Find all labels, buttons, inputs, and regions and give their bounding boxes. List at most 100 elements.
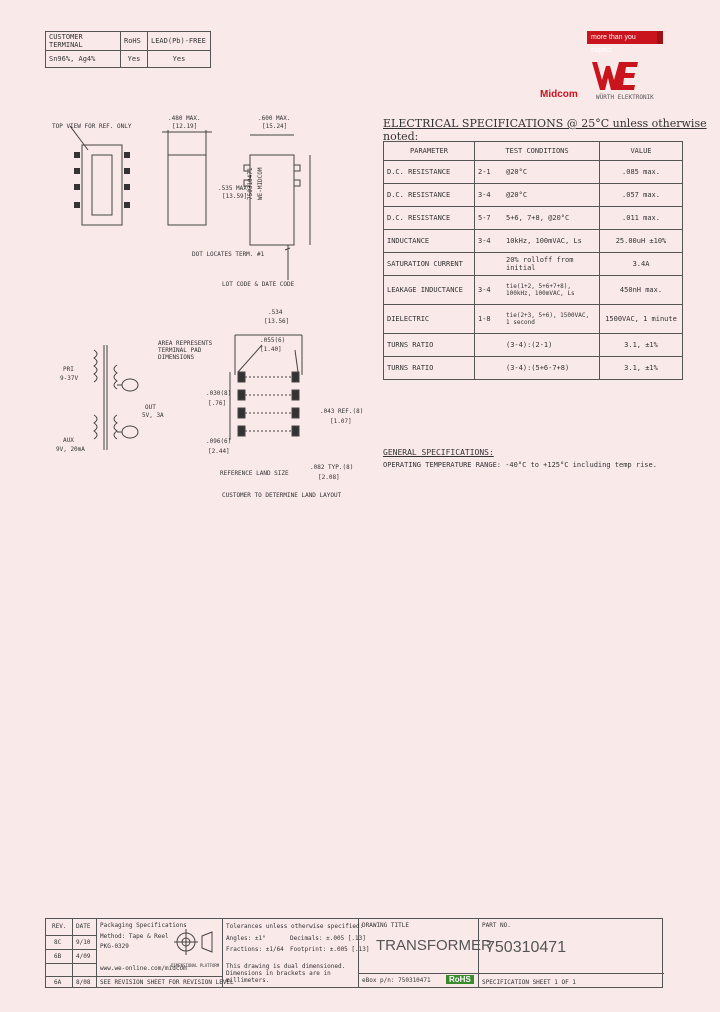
table-row: D.C. RESISTANCE 5-7 5+6, 7+8, @20°C .011… xyxy=(383,206,683,230)
website-url[interactable]: www.we-online.com/midcom xyxy=(100,965,187,972)
cell: D.C. RESISTANCE xyxy=(383,206,475,230)
cell: 450nH max. xyxy=(599,275,683,305)
cell: (3-4):(2-1) xyxy=(503,333,600,357)
dim-082: .082 TYP.(8) xyxy=(310,464,354,471)
cell: D.C. RESISTANCE xyxy=(383,160,475,184)
customer-land-note: CUSTOMER TO DETERMINE LAND LAYOUT xyxy=(222,492,342,499)
company-logo: Midcom WÜRTH ELEKTRONIK xyxy=(540,56,660,106)
cell: 10kHz, 100mVAC, Ls xyxy=(503,229,600,253)
dim-082-mm: [2.08] xyxy=(318,474,340,481)
drawing-title-label: DRAWING TITLE xyxy=(362,922,409,929)
table-row: TURNS RATIO (3-4):(5+6-7+8) 3.1, ±1% xyxy=(383,356,683,380)
table-row: SATURATION CURRENT 20% rolloff from init… xyxy=(383,252,683,276)
area-note: AREA REPRESENTS TERMINAL PAD DIMENSIONS xyxy=(158,340,213,361)
sheet-label: SPECIFICATION SHEET 1 OF 1 xyxy=(482,979,576,986)
table-row: D.C. RESISTANCE 3-4 @20°C .057 max. xyxy=(383,183,683,207)
tol-angles: Angles: ±1° xyxy=(226,935,266,942)
dot-note: DOT LOCATES TERM. #1 xyxy=(192,251,265,258)
alloy-value: Sn96%, Ag4% xyxy=(45,50,121,68)
cell: tie(1+2, 5+6+7+8), 100kHz, 100mVAC, Ls xyxy=(503,275,600,305)
materials-table: CUSTOMER TERMINAL RoHS LEAD(Pb)-FREE Sn9… xyxy=(45,31,211,68)
dim-534: .534 xyxy=(268,309,283,316)
rev-1: 8C xyxy=(54,939,62,946)
date-1: 9/10 xyxy=(76,939,91,946)
cell: 3-4 xyxy=(474,229,503,253)
schem-aux-v: 9V, 20mA xyxy=(56,446,85,453)
brand-name: Midcom xyxy=(540,89,578,100)
cell xyxy=(474,252,503,276)
ebox-pn: eBox p/n: 750310471 xyxy=(362,977,431,984)
dim-535-mm: [13.59] xyxy=(222,193,248,200)
cell: 25.00uH ±10% xyxy=(599,229,683,253)
rev-3: 6A xyxy=(54,979,62,986)
dim-534-mm: [13.56] xyxy=(264,318,290,325)
packaging-method: Method: Tape & Reel xyxy=(100,933,169,940)
electrical-table: PARAMETER TEST CONDITIONS VALUE D.C. RES… xyxy=(383,141,683,380)
cell: 3-4 xyxy=(474,183,503,207)
we-logo-icon xyxy=(592,62,638,90)
rohs-badge: RoHS xyxy=(446,975,474,984)
rohs-value: Yes xyxy=(120,50,148,68)
revision-note: SEE REVISION SHEET FOR REVISION LEVEL xyxy=(100,979,234,986)
cell: INDUCTANCE xyxy=(383,229,475,253)
customer-terminal-label: CUSTOMER TERMINAL xyxy=(45,31,121,51)
part-no-label: PART NO. xyxy=(482,922,511,929)
dim-535: .535 MAX. xyxy=(218,185,251,192)
cell: @20°C xyxy=(503,183,600,207)
promo-tab xyxy=(657,31,663,44)
date-3: 8/08 xyxy=(76,979,91,986)
packaging-title: Packaging Specifications xyxy=(100,922,187,929)
table-row: LEAKAGE INDUCTANCE 3-4 tie(1+2, 5+6+7+8)… xyxy=(383,275,683,305)
cell: SATURATION CURRENT xyxy=(383,252,475,276)
cell: 2-1 xyxy=(474,160,503,184)
drawing-title: TRANSFORMER xyxy=(376,937,492,954)
tol-fractions: Fractions: ±1/64 xyxy=(226,946,284,953)
cell: 20% rolloff from initial xyxy=(503,252,600,276)
tolerance-title: Tolerances unless otherwise specified: xyxy=(226,923,364,930)
dim-480: .480 MAX. xyxy=(168,115,201,122)
col-value: VALUE xyxy=(599,141,683,161)
rev-2: 6B xyxy=(54,953,62,960)
dual-dim-note: This drawing is dual dimensioned. Dimens… xyxy=(226,963,346,984)
dim-096: .096(6) xyxy=(206,438,232,445)
cell: @20°C xyxy=(503,160,600,184)
promo-banner[interactable]: more than you expect xyxy=(587,31,657,54)
top-view-note: TOP VIEW FOR REF. ONLY xyxy=(52,123,132,130)
schematic xyxy=(93,345,139,450)
mechanical-drawing xyxy=(69,125,311,440)
tol-decimals: Decimals: ±.005 [.13] xyxy=(290,935,366,942)
cell: 3.1, ±1% xyxy=(599,356,683,380)
table-row: TURNS RATIO (3-4):(2-1) 3.1, ±1% xyxy=(383,333,683,357)
cell: (3-4):(5+6-7+8) xyxy=(503,356,600,380)
general-title: GENERAL SPECIFICATIONS: xyxy=(383,448,494,457)
cell: tie(2+3, 5+6), 1500VAC, 1 second xyxy=(503,304,600,334)
dim-030: .030(8) xyxy=(206,390,232,397)
brand-marking: WE-MIDCOM xyxy=(257,167,264,200)
cell: TURNS RATIO xyxy=(383,333,475,357)
schem-out: OUT xyxy=(145,404,156,411)
date-2: 4/09 xyxy=(76,953,91,960)
table-row: INDUCTANCE 3-4 10kHz, 100mVAC, Ls 25.00u… xyxy=(383,229,683,253)
dimensional-platform: DIMENSIONAL PLATFORM xyxy=(171,963,220,968)
tol-footprint: Footprint: ±.005 [.13] xyxy=(290,946,370,953)
cell: 3-4 xyxy=(474,275,503,305)
general-text: OPERATING TEMPERATURE RANGE: -40°C to +1… xyxy=(383,461,657,469)
dim-096-mm: [2.44] xyxy=(208,448,230,455)
part-marking: 750310471 xyxy=(247,167,254,200)
packaging-code: PKG-0329 xyxy=(100,943,129,950)
schem-out-v: 5V, 3A xyxy=(142,412,164,419)
col-parameter: PARAMETER xyxy=(383,141,475,161)
brand-sub: WÜRTH ELEKTRONIK xyxy=(596,94,654,101)
cell: .057 max. xyxy=(599,183,683,207)
electrical-title: ELECTRICAL SPECIFICATIONS @ 25°C unless … xyxy=(383,117,707,143)
dim-043-mm: [1.07] xyxy=(330,418,352,425)
lot-note: LOT CODE & DATE CODE xyxy=(222,281,295,288)
schem-pri-v: 9-37V xyxy=(60,375,79,382)
part-number: 750310471 xyxy=(486,939,567,956)
table-row: DIELECTRIC 1-8 tie(2+3, 5+6), 1500VAC, 1… xyxy=(383,304,683,334)
cell: .085 max. xyxy=(599,160,683,184)
dim-600: .600 MAX. xyxy=(258,115,291,122)
date-label: DATE xyxy=(76,923,91,930)
dim-055-mm: [1.40] xyxy=(260,346,282,353)
